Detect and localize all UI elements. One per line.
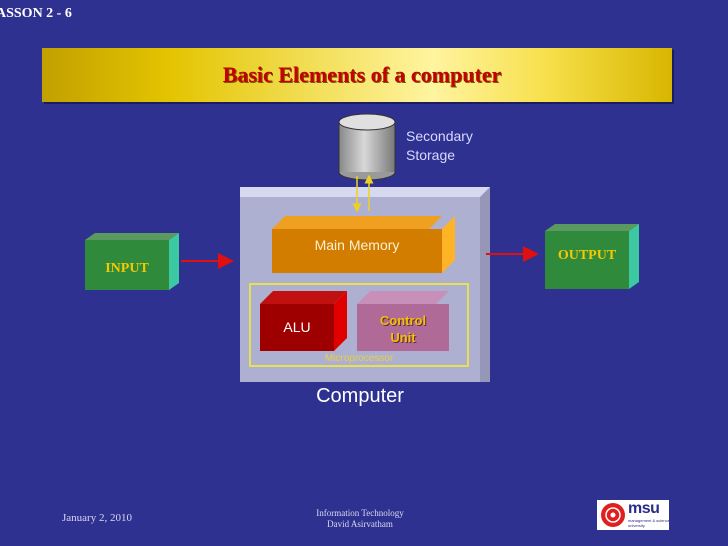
logo-text: msu [628,500,660,517]
secondary-storage-label: Secondary Storage [406,127,473,165]
slide-title-text: Basic Elements of a computer [222,62,502,87]
output-block: OUTPUT [545,231,629,289]
main-memory-label: Main Memory [314,237,400,253]
msu-logo-icon [597,500,669,530]
alu-side [334,291,347,351]
footer-credits: Information Technology David Asirvatham [290,508,430,530]
alu-top [260,291,347,304]
control-unit-block: Control Unit [357,304,449,351]
input-block: INPUT [85,240,169,290]
main-memory-side [442,216,455,273]
footer-author: David Asirvatham [327,519,393,529]
input-side [169,233,179,290]
footer-date: January 2, 2010 [62,512,132,524]
slide-title: Basic Elements of a computer [42,62,672,88]
microprocessor-label: Microprocessor [324,353,394,364]
control-unit-top [357,291,449,304]
control-unit-line-2: Unit [390,330,416,345]
output-side [629,224,639,289]
logo-emblem-icon [601,503,625,527]
cylinder-icon [338,113,396,181]
secondary-storage-line-1: Secondary [406,128,473,144]
microprocessor-frame [249,283,469,367]
main-memory-block: Main Memory [272,229,442,273]
control-unit-line-1: Control [379,313,427,328]
secondary-storage-line-2: Storage [406,147,456,163]
main-memory-top [272,216,442,229]
input-top [85,233,179,240]
footer-course: Information Technology [316,508,404,518]
output-top [545,224,639,231]
title-banner: Basic Elements of a computer [42,48,672,102]
logo-subtext: management & science university [628,518,670,528]
alu-block: ALU [260,304,334,351]
lesson-label: ASSON 2 - 6 [0,6,72,21]
computer-label: Computer [316,385,404,407]
